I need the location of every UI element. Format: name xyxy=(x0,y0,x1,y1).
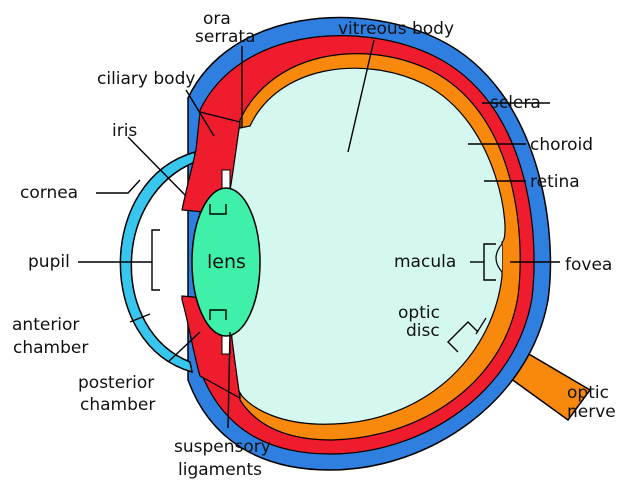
label-optic-nerve: optic xyxy=(567,383,609,403)
label-optic-disc-2: disc xyxy=(406,321,440,341)
label-choroid: choroid xyxy=(530,135,593,155)
label-suspensory-ligaments-2: ligaments xyxy=(178,460,262,480)
label-anterior-chamber-2: chamber xyxy=(13,338,88,358)
label-ora-serrata-2: serrata xyxy=(195,27,256,47)
label-cornea: cornea xyxy=(20,183,78,203)
label-anterior-chamber: anterior xyxy=(12,315,79,335)
label-optic-nerve-2: nerve xyxy=(567,402,616,422)
label-posterior-chamber-2: chamber xyxy=(80,395,155,415)
label-lens: lens xyxy=(207,251,246,273)
label-optic-disc: optic xyxy=(398,303,440,323)
label-posterior-chamber: posterior xyxy=(78,373,154,393)
label-iris: iris xyxy=(112,121,137,141)
label-vitreous-body: vitreous body xyxy=(338,19,454,39)
label-ora-serrata: ora xyxy=(203,9,231,29)
label-retina: retina xyxy=(530,172,580,192)
label-pupil: pupil xyxy=(28,252,70,272)
label-suspensory-ligaments: suspensory xyxy=(174,437,271,457)
label-macula: macula xyxy=(394,252,456,272)
label-sclera: sclera xyxy=(490,93,541,113)
label-ciliary-body: ciliary body xyxy=(97,69,195,89)
label-fovea: fovea xyxy=(565,255,612,275)
